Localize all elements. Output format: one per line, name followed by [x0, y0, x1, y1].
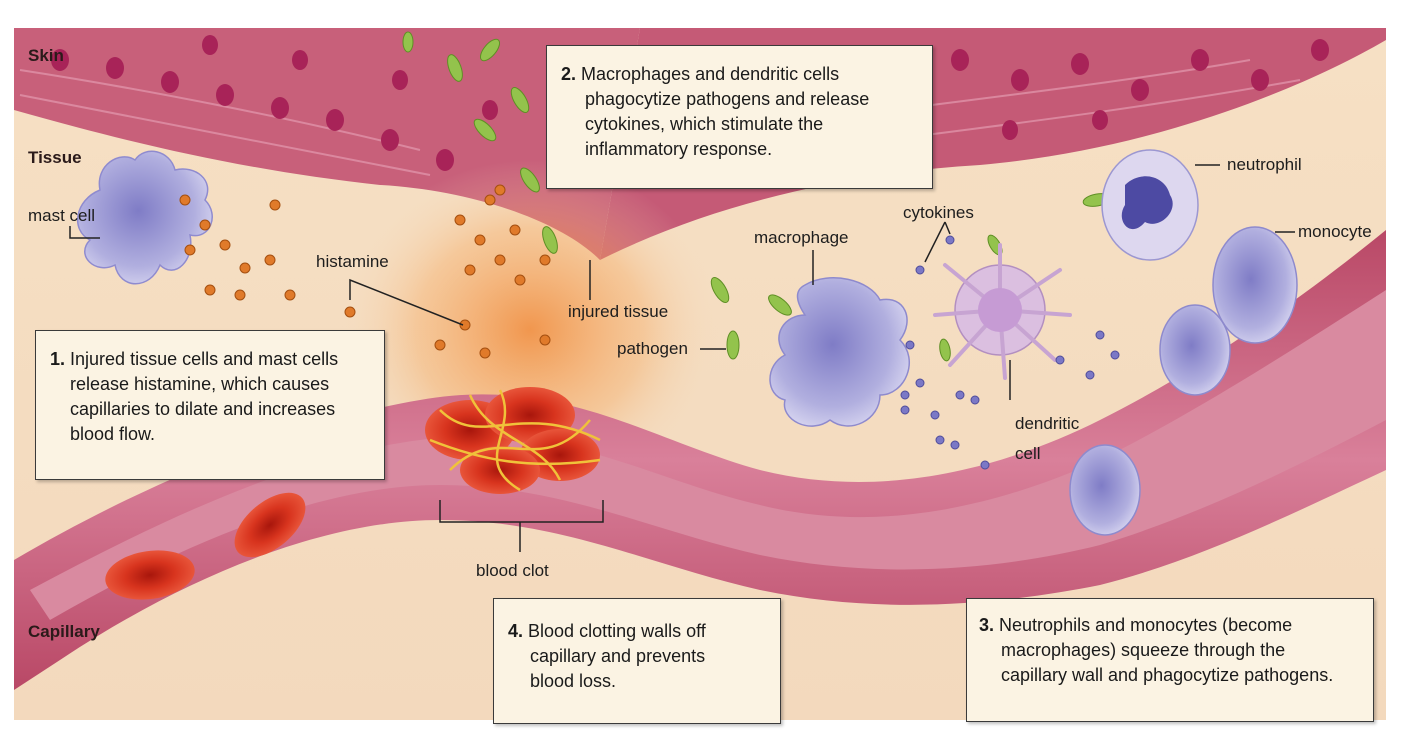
label-dendritic-cell-line1: dendritic: [1015, 414, 1079, 434]
label-mast-cell: mast cell: [28, 206, 95, 226]
step-4-box: 4. Blood clotting walls off capillary an…: [493, 598, 781, 724]
step-3-line-1: Neutrophils and monocytes (become: [999, 615, 1292, 635]
step-1-line-4: blood flow.: [50, 424, 155, 444]
step-2-line-3: cytokines, which stimulate the: [561, 114, 823, 134]
step-4-number: 4.: [508, 621, 523, 641]
label-monocyte: monocyte: [1298, 222, 1372, 242]
region-label-skin: Skin: [28, 46, 64, 66]
step-2-line-4: inflammatory response.: [561, 139, 772, 159]
step-4-line-3: blood loss.: [508, 671, 616, 691]
step-1-box: 1. Injured tissue cells and mast cells r…: [35, 330, 385, 480]
label-neutrophil: neutrophil: [1227, 155, 1302, 175]
step-3-line-2: macrophages) squeeze through the: [979, 640, 1285, 660]
label-dendritic-cell-line2: cell: [1015, 444, 1041, 464]
step-1-number: 1.: [50, 349, 65, 369]
label-cytokines: cytokines: [903, 203, 974, 223]
step-2-number: 2.: [561, 64, 576, 84]
step-3-box: 3. Neutrophils and monocytes (become mac…: [966, 598, 1374, 722]
label-histamine: histamine: [316, 252, 389, 272]
label-macrophage: macrophage: [754, 228, 849, 248]
step-1-line-1: Injured tissue cells and mast cells: [70, 349, 338, 369]
region-label-tissue: Tissue: [28, 148, 82, 168]
step-1-line-2: release histamine, which causes: [50, 374, 329, 394]
step-3-number: 3.: [979, 615, 994, 635]
step-4-line-1: Blood clotting walls off: [528, 621, 706, 641]
label-blood-clot: blood clot: [476, 561, 549, 581]
step-2-line-1: Macrophages and dendritic cells: [581, 64, 839, 84]
label-pathogen: pathogen: [617, 339, 688, 359]
neutrophil: [1102, 150, 1198, 260]
step-2-line-2: phagocytize pathogens and release: [561, 89, 869, 109]
region-label-capillary: Capillary: [28, 622, 100, 642]
step-2-box: 2. Macrophages and dendritic cells phago…: [546, 45, 933, 189]
step-3-line-3: capillary wall and phagocytize pathogens…: [979, 665, 1333, 685]
step-4-line-2: capillary and prevents: [508, 646, 705, 666]
step-1-line-3: capillaries to dilate and increases: [50, 399, 335, 419]
label-injured-tissue: injured tissue: [568, 302, 668, 322]
